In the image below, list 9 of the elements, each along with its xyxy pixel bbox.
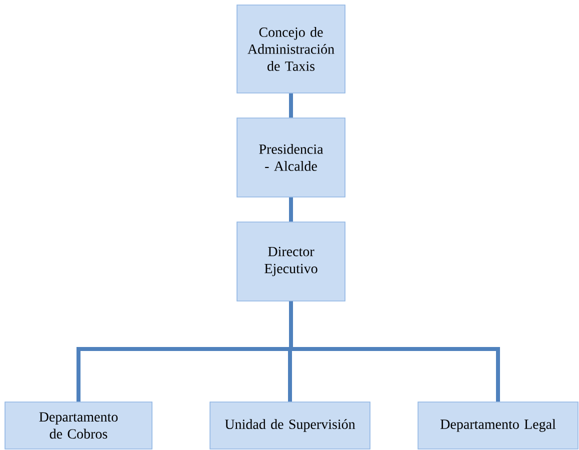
org-box: Departamento Legal xyxy=(418,402,578,450)
org-box: Presidencia - Alcalde xyxy=(236,118,346,198)
connector-line xyxy=(289,301,500,402)
org-box: Unidad de Supervisión xyxy=(210,402,370,450)
connector-line xyxy=(289,93,293,118)
org-box: Concejo de Administración de Taxis xyxy=(236,4,346,94)
org-box: Director Ejecutivo xyxy=(236,222,346,302)
connector-line xyxy=(289,197,293,222)
org-box: Departamento de Cobros xyxy=(4,402,152,450)
